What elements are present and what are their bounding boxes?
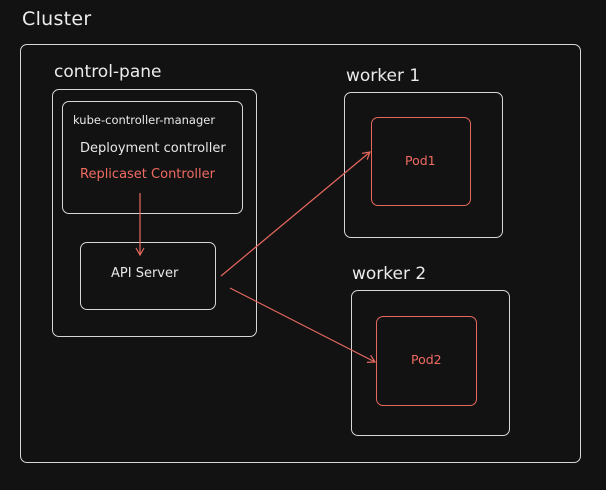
control-plane-box — [52, 89, 257, 337]
controller-manager-title: kube-controller-manager — [73, 113, 216, 127]
cluster-title: Cluster — [22, 8, 92, 30]
pod-1-label: Pod1 — [405, 153, 436, 168]
controller-manager-box — [62, 101, 243, 214]
pod-2-box — [376, 316, 477, 406]
control-plane-title: control-pane — [54, 62, 162, 82]
pod-1-box — [371, 117, 471, 206]
worker-1-box — [344, 92, 503, 238]
worker-1-title: worker 1 — [346, 66, 421, 86]
api-server-label: API Server — [111, 266, 179, 281]
pod-2-label: Pod2 — [411, 352, 442, 367]
deployment-controller-label: Deployment controller — [80, 141, 226, 156]
worker-2-box — [351, 290, 510, 436]
arrow-api-server-to-pod-1 — [220, 151, 371, 277]
replicaset-controller-label: Replicaset Controller — [80, 167, 215, 182]
arrow-api-server-to-pod-2 — [229, 287, 377, 363]
cluster-box — [20, 44, 581, 463]
api-server-box — [80, 242, 216, 310]
worker-2-title: worker 2 — [352, 264, 427, 284]
